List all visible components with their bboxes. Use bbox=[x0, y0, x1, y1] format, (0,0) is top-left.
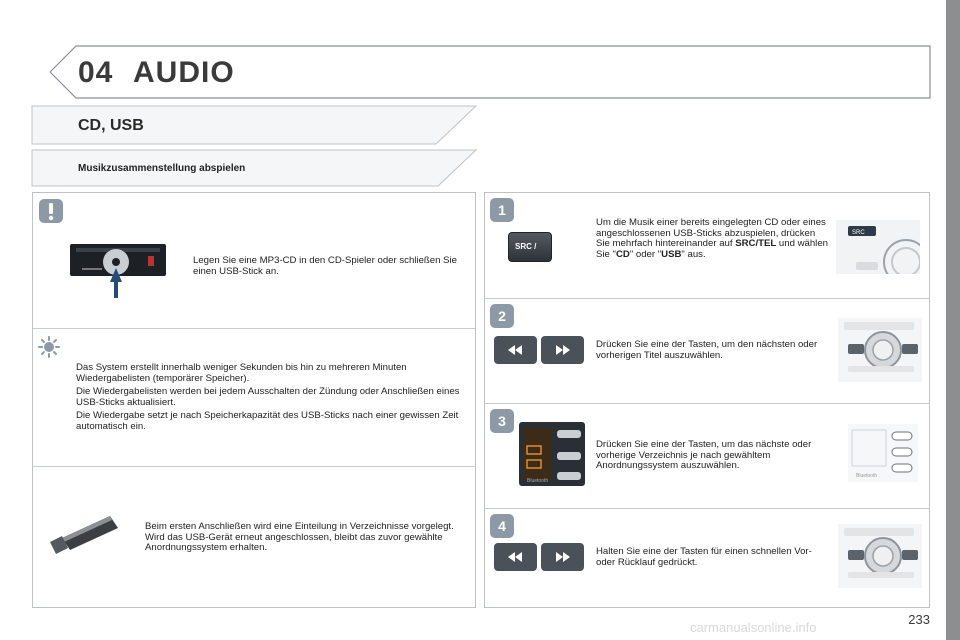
step-1-text: Um die Musik einer bereits eingelegten C… bbox=[596, 217, 828, 260]
svg-text:SRC: SRC bbox=[852, 230, 865, 236]
svg-text:Bluetooth: Bluetooth bbox=[527, 478, 548, 484]
radio-panel-fastseek-image bbox=[838, 524, 922, 588]
radio-panel-seek-image bbox=[838, 318, 922, 382]
track-buttons-image bbox=[494, 336, 584, 364]
exclamation-icon bbox=[39, 199, 63, 223]
usb-stick-image bbox=[50, 516, 118, 554]
step-1-text-c: " oder " bbox=[629, 248, 662, 260]
svg-text:4: 4 bbox=[498, 518, 506, 534]
info-text: Das System erstellt innerhalb weniger Se… bbox=[76, 362, 468, 436]
step-1-bold-srctel: SRC/TEL bbox=[735, 238, 777, 250]
chapter-title: AUDIO bbox=[133, 56, 235, 89]
step-2-text: Drücken Sie eine der Tasten, um den näch… bbox=[596, 339, 818, 361]
svg-text:Bluetooth: Bluetooth bbox=[856, 473, 877, 479]
step-1-badge: 1 bbox=[490, 198, 514, 222]
section-title-frame bbox=[31, 105, 478, 145]
info-paragraph: Die Wiedergabe setzt je nach Speicherkap… bbox=[76, 410, 459, 432]
svg-text:3: 3 bbox=[498, 413, 506, 429]
right-divider-3 bbox=[485, 508, 929, 509]
step-1-text-d: " aus. bbox=[681, 248, 706, 260]
step-1-text-a: Um die Musik einer bereits eingelegten C… bbox=[596, 217, 826, 250]
usb-text: Beim ersten Anschließen wird eine Eintei… bbox=[145, 521, 454, 554]
src-tel-button-image: SRC / bbox=[508, 232, 552, 262]
chapter-banner bbox=[49, 45, 931, 99]
left-divider-2 bbox=[33, 466, 475, 467]
right-divider-2 bbox=[485, 403, 929, 404]
subsection-title-frame bbox=[31, 149, 478, 187]
info-paragraph: Das System erstellt innerhalb weniger Se… bbox=[76, 362, 407, 384]
page-edge-rail bbox=[946, 0, 960, 640]
step-4-text: Halten Sie eine der Tasten für einen sch… bbox=[596, 546, 812, 568]
step-1-text-b: und wählen Sie " bbox=[596, 238, 828, 260]
step-1-bold-usb: USB bbox=[661, 248, 682, 260]
svg-text:2: 2 bbox=[498, 308, 506, 324]
step-3-text: Drücken Sie eine der Tasten, um das näch… bbox=[596, 439, 812, 472]
page-number: 233 bbox=[908, 612, 930, 627]
folder-buttons-image: Bluetooth bbox=[519, 422, 585, 486]
subsection-title: Musikzusammenstellung abspielen bbox=[78, 163, 246, 174]
seek-buttons-image bbox=[494, 543, 584, 571]
step-2-badge: 2 bbox=[490, 304, 514, 328]
radio-panel-src-image: SRC bbox=[836, 220, 920, 274]
radio-panel-folder-image: Bluetooth bbox=[848, 424, 918, 482]
step-3-badge: 3 bbox=[490, 409, 514, 433]
left-divider-1 bbox=[33, 328, 475, 329]
right-divider-1 bbox=[485, 298, 929, 299]
src-button-label: SRC / bbox=[515, 242, 537, 251]
step-1-bold-cd: CD bbox=[615, 248, 630, 260]
watermark: carmanualsonline.info bbox=[690, 620, 817, 635]
step-4-badge: 4 bbox=[490, 514, 514, 538]
section-title: CD, USB bbox=[78, 117, 144, 134]
info-paragraph: Die Wiedergabelisten werden bei jedem Au… bbox=[76, 386, 460, 408]
insert-media-text: Legen Sie eine MP3-CD in den CD-Spieler … bbox=[193, 255, 457, 277]
chapter-number: 04 bbox=[78, 56, 114, 89]
svg-text:1: 1 bbox=[498, 202, 506, 218]
bulb-icon bbox=[37, 335, 61, 359]
cd-player-image bbox=[70, 244, 166, 298]
